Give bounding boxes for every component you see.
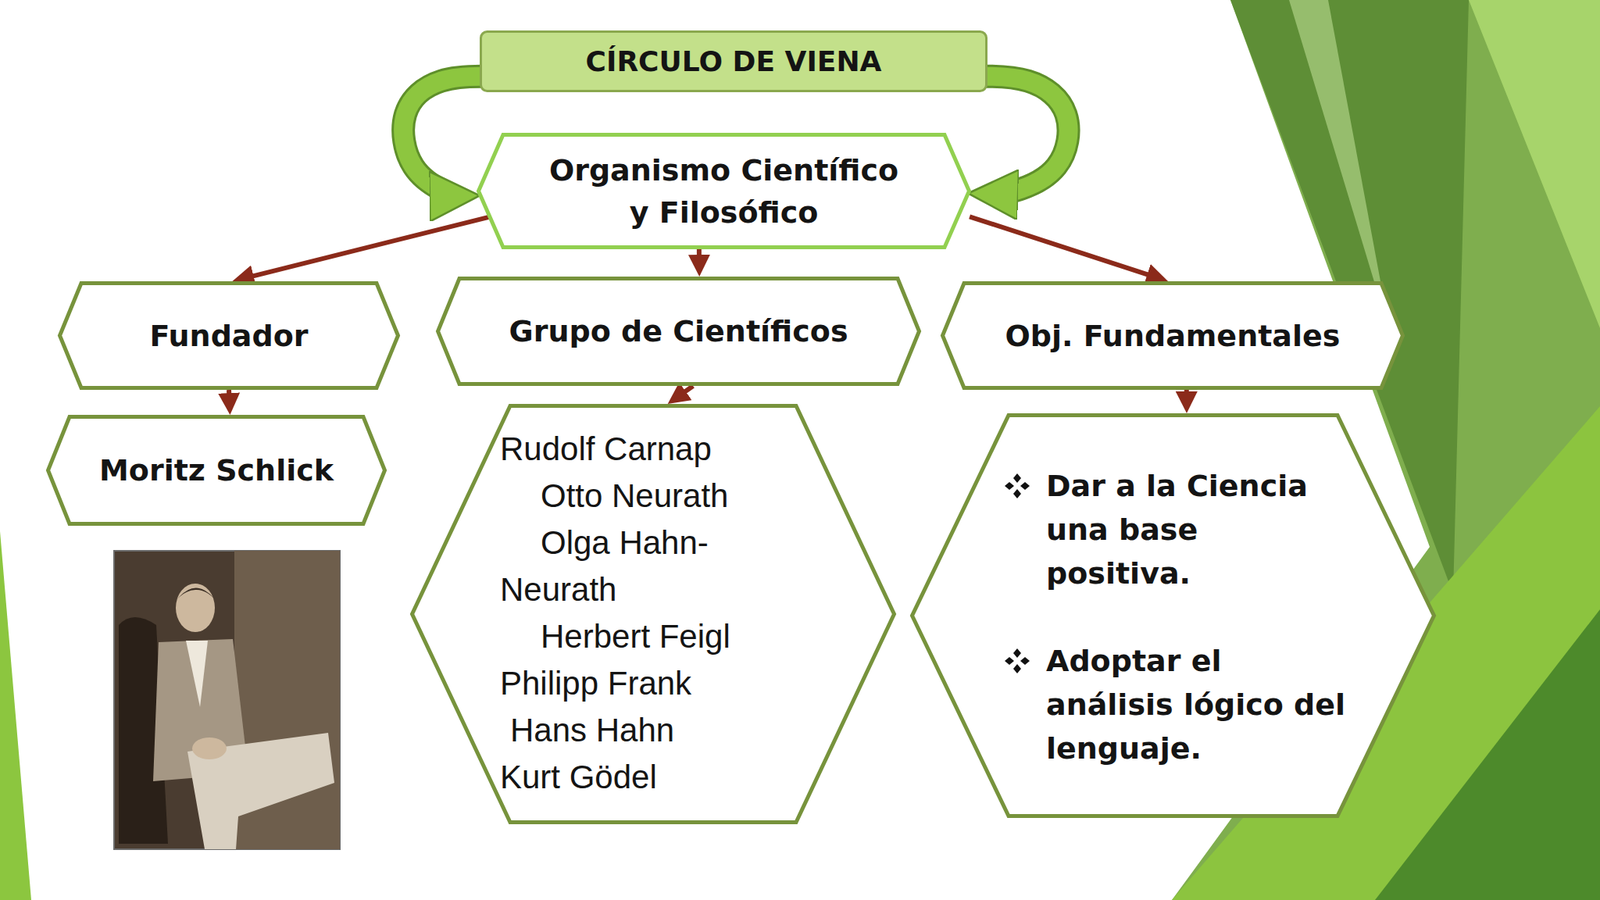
photo-frame [114, 550, 340, 850]
text-group: Fundador [64, 316, 393, 356]
scientist-name: Philipp Frank [500, 660, 897, 708]
title-box: CÍRCULO DE VIENA [479, 30, 988, 93]
arrow-line [242, 214, 500, 279]
node-text: Organismo Científico y Filosófico [540, 149, 908, 234]
node-text: Grupo de Científicos [460, 311, 898, 351]
text-group: Moritz Schlick [60, 450, 373, 490]
text-group: Grupo de Científicos [460, 311, 898, 351]
concept-hexagon: Organismo Científico y Filosófico [476, 132, 972, 250]
category-hexagon: Fundador [57, 281, 400, 390]
bullet-symbol [1004, 473, 1030, 499]
hexagon-outline [476, 132, 972, 250]
founder-hexagon: Moritz Schlick [46, 414, 387, 526]
node-content: Obj. Fundamentales [940, 281, 1405, 390]
objective-text: Adoptar el análisis lógico del lenguaje. [1046, 639, 1348, 771]
text-group: Dar a la Ciencia una base positiva. Adopt… [1046, 464, 1348, 771]
objectives-hexagon: Dar a la Ciencia una base positiva. Adopt… [910, 413, 1436, 818]
node-text: Obj. Fundamentales [961, 316, 1384, 356]
hands-shape [192, 737, 227, 760]
node-content: Fundador [57, 281, 400, 390]
arrow-line [696, 249, 702, 266]
scientist-name: Kurt Gödel [500, 753, 897, 801]
node-content: Moritz Schlick [46, 414, 387, 526]
category-hexagon: Grupo de Científicos [435, 276, 922, 386]
node-content: Organismo Científico y Filosófico [476, 132, 972, 250]
node-text: Fundador [64, 316, 393, 356]
trousers-shape [187, 732, 335, 850]
node-content: CÍRCULO DE VIENA [479, 30, 988, 93]
flow-arrow [242, 214, 500, 279]
arrow-line [1184, 389, 1190, 403]
flow-arrow [698, 249, 700, 266]
members-hexagon: Rudolf CarnapOtto NeurathOlga Hahn-Neura… [410, 403, 897, 825]
arrow-outline [967, 76, 1069, 195]
scientist-name: Herbert Feigl [540, 613, 897, 661]
head-shape [175, 583, 215, 633]
hexagon-shape [478, 135, 970, 248]
node-content: Rudolf CarnapOtto NeurathOlga Hahn-Neura… [410, 403, 897, 825]
arrow-line [226, 389, 233, 404]
hexagon-shape [942, 283, 1404, 389]
category-hexagon: Obj. Fundamentales [940, 281, 1405, 390]
bullet-symbol [1004, 648, 1030, 674]
curved-arrow [967, 76, 1069, 195]
objective-text: Dar a la Ciencia una base positiva. [1046, 464, 1348, 596]
flow-arrow [969, 216, 1158, 278]
shirt-shape [185, 640, 208, 708]
scientist-name: Rudolf Carnap [500, 425, 897, 473]
text-group: Rudolf CarnapOtto NeurathOlga Hahn-Neura… [500, 425, 897, 801]
hexagon-shape [60, 283, 399, 389]
person-name: Moritz Schlick [60, 450, 373, 490]
scientist-name: Otto Neurath [540, 472, 897, 520]
arrow-line [969, 216, 1158, 278]
text-group: CÍRCULO DE VIENA [483, 44, 984, 79]
title-rect [481, 32, 987, 92]
portrait-photo [114, 550, 340, 850]
text-group: Obj. Fundamentales [961, 316, 1384, 356]
decor-shape [1468, 0, 1600, 329]
node-content: Dar a la Ciencia una base positiva. Adopt… [910, 413, 1436, 818]
scientist-name: Hans Hahn [510, 707, 897, 754]
node-content: Grupo de Científicos [435, 276, 922, 386]
hexagon-shape [438, 278, 920, 385]
scientist-name: Olga Hahn-Neurath [500, 519, 727, 614]
hexagon-shape [912, 415, 1435, 817]
title-text: CÍRCULO DE VIENA [483, 44, 984, 79]
hair-shape [176, 587, 215, 600]
flow-arrow [676, 385, 693, 398]
flow-arrow [228, 389, 231, 404]
arrow-line [967, 76, 1069, 195]
text-group: Organismo Científico y Filosófico [540, 149, 908, 234]
flow-arrow [1185, 389, 1187, 403]
arrow-line [676, 385, 693, 398]
hexagon-shape [48, 417, 386, 525]
decor-shape [0, 531, 32, 900]
